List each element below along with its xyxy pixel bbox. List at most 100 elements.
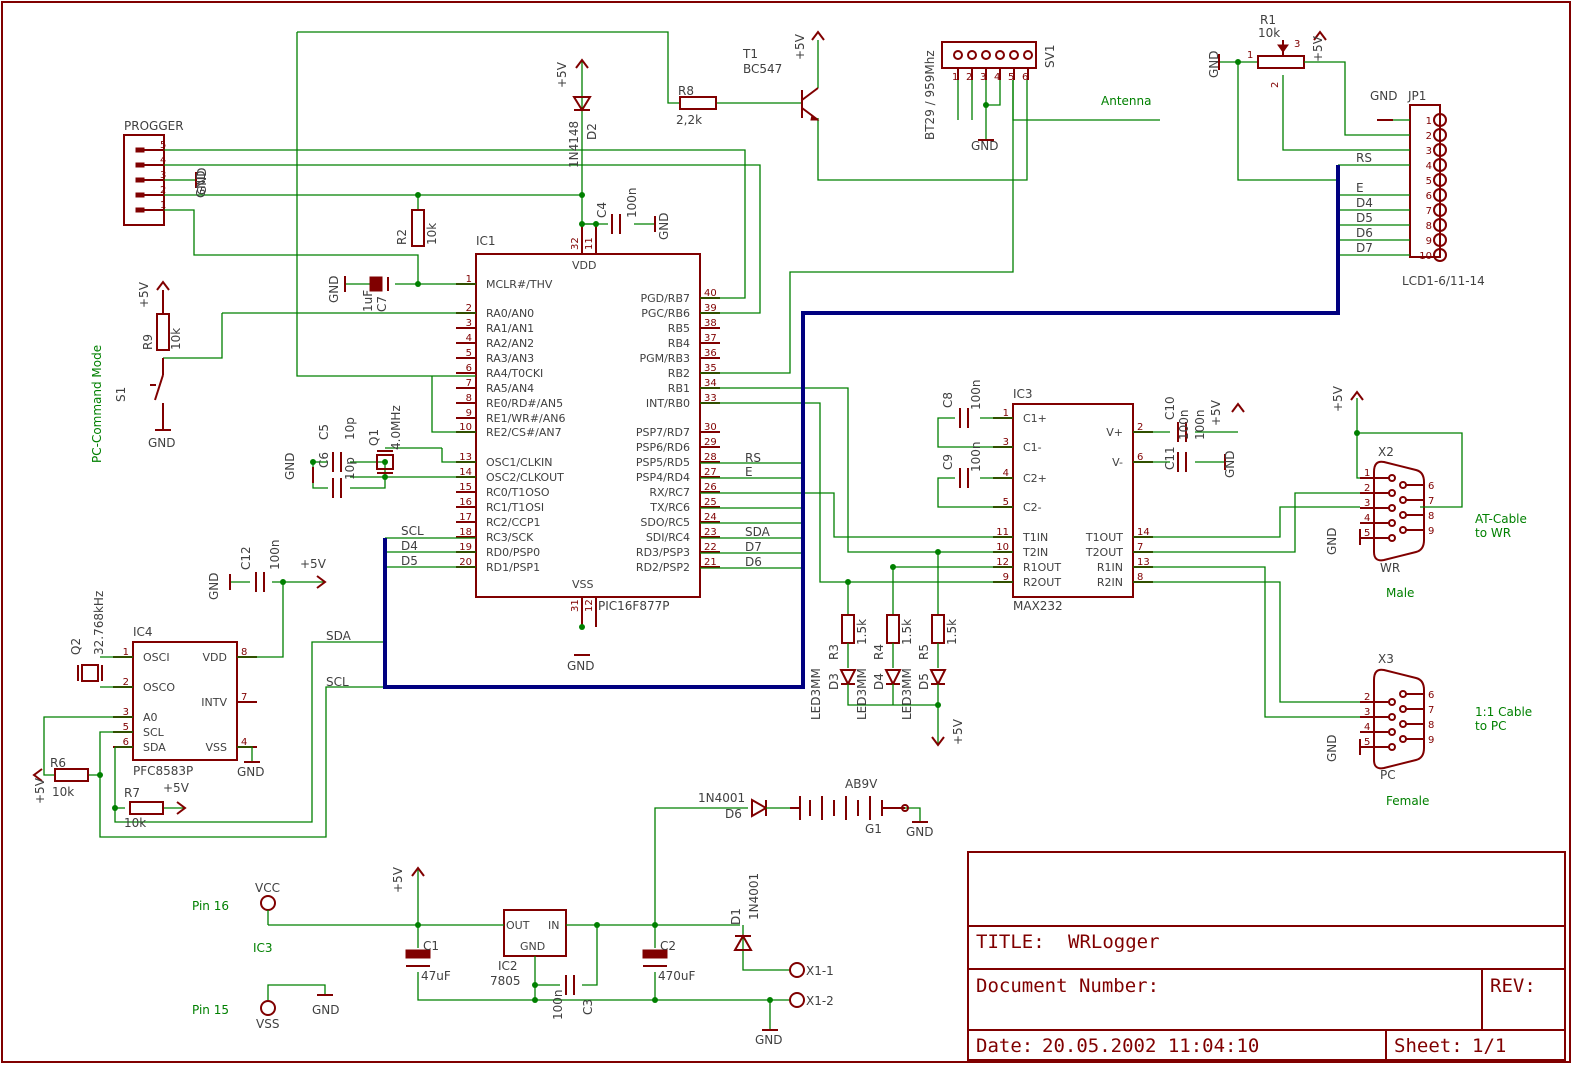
d6-diode: 1N4001 D6 — [698, 791, 790, 821]
ic1-pin-label: RD1/PSP1 — [486, 561, 540, 574]
d4-value: LED3MM — [855, 668, 869, 720]
r9-name: R9 — [141, 334, 155, 350]
ic4-pin-label: SCL — [143, 726, 165, 739]
gnd-symbol: GND — [906, 821, 934, 839]
g1-battery: AB9V G1 — [790, 777, 909, 836]
jp1-pin-circle — [1433, 188, 1447, 202]
ic1-right-pins: 40PGD/RB739PGC/RB638RB537RB436PGM/RB335R… — [636, 288, 720, 574]
ic1-pin-label: RB1 — [668, 382, 690, 395]
ic1-pin-num: 30 — [704, 422, 717, 433]
ic1-pin-label: RD3/PSP3 — [636, 546, 690, 559]
ic2-name: IC2 — [498, 959, 518, 973]
net-d7: D7 — [745, 540, 762, 554]
ic3-pin-label: R1OUT — [1023, 561, 1061, 574]
jp-d5: D5 — [1356, 211, 1373, 225]
vcc-symbol: +5V — [1331, 385, 1364, 412]
r2-body — [411, 209, 425, 247]
ic4-pin-num: 1 — [123, 647, 129, 658]
c12-value: 100n — [268, 539, 282, 570]
net-d6: D6 — [745, 555, 762, 569]
x3-pin-num: 9 — [1428, 735, 1434, 746]
ic1-pin-label: SDI/RC4 — [646, 531, 690, 544]
vcc-symbol: +5V — [137, 280, 170, 308]
capacitors: C4 100n C7 1uF C5 10p C6 10p Q1 4.0MHz C… — [69, 187, 1207, 1020]
gnd-label: GND — [312, 1003, 340, 1017]
ic1-pin-label: RD0/PSP0 — [486, 546, 540, 559]
ic1-pin-label: RE0/RD#/AN5 — [486, 397, 563, 410]
vcc-label: +5V — [1209, 399, 1223, 426]
x3-shell — [1373, 668, 1425, 770]
d1-diode: D1 1N4001 — [729, 873, 761, 951]
ic3-pin-num: 5 — [1003, 497, 1009, 508]
ic1-pin-num: 26 — [704, 482, 717, 493]
ic2-in: IN — [548, 919, 559, 932]
d4-name: D4 — [872, 673, 886, 690]
x2-note2: to WR — [1475, 526, 1511, 540]
ic1-pin-label: INT/RB0 — [646, 397, 690, 410]
gnd-label: GND — [283, 452, 297, 480]
x3-name: X3 — [1378, 652, 1394, 666]
jp1-pin-num: 5 — [1426, 176, 1432, 187]
ic4-pin-num: 5 — [123, 722, 129, 733]
r3-value: 1.5k — [855, 619, 869, 645]
ic1-pin-num: 2 — [466, 303, 472, 314]
ic4-pin-label: OSCO — [143, 681, 175, 694]
vcc-label: +5V — [951, 718, 965, 745]
r7-name: R7 — [124, 786, 140, 800]
d2-name: D2 — [585, 123, 599, 140]
g1-name: G1 — [865, 822, 882, 836]
c10-name: C10 — [1163, 396, 1177, 420]
ic1-pin-num: 17 — [459, 512, 472, 523]
c11-name: C11 — [1163, 446, 1177, 470]
sv1-pin-circle — [953, 50, 963, 60]
vcc-terminal — [260, 895, 276, 911]
x2-pin-num: 8 — [1428, 511, 1434, 522]
x3-pin-num: 3 — [1364, 707, 1370, 718]
ic1-pin-label: PSP6/RD6 — [636, 441, 690, 454]
net-d5: D5 — [401, 554, 418, 568]
c4-value: 100n — [625, 187, 639, 218]
ic3-pin-num: 12 — [996, 557, 1009, 568]
c6-name: C6 — [317, 452, 331, 468]
progger-pin-num: 1 — [160, 200, 166, 211]
power-symbols: GNDGNDGNDGNDGNDGNDGNDGNDGNDGNDGNDGNDGNDG… — [32, 30, 1398, 1047]
title-block: TITLE: WRLogger Document Number: REV: Da… — [967, 851, 1566, 1061]
c1-value: 47uF — [421, 969, 451, 983]
ic1-pin-num: 19 — [459, 542, 472, 553]
c2-value: 470uF — [658, 969, 696, 983]
ic1-pin-label: RA3/AN3 — [486, 352, 534, 365]
ic1-pin-label: PSP7/RD7 — [636, 426, 690, 439]
x3-note1: 1:1 Cable — [1475, 705, 1532, 719]
gnd-symbol: GND — [1207, 50, 1221, 78]
r5-body — [931, 614, 945, 644]
date-value: 20.05.2002 11:04:10 — [1042, 1035, 1259, 1057]
sv1-name: SV1 — [1043, 45, 1057, 68]
progger-name: PROGGER — [124, 119, 184, 133]
r1-value: 10k — [1258, 26, 1280, 40]
ic1-pin-num: 8 — [466, 393, 472, 404]
gnd-label: GND — [567, 659, 595, 673]
sv1-pin-num: 2 — [966, 72, 972, 83]
ic1-pin-num: 38 — [704, 318, 717, 329]
sv1-pin-num: 5 — [1008, 72, 1014, 83]
d3-value: LED3MM — [809, 668, 823, 720]
ic1-pin-label: RB2 — [668, 367, 690, 380]
leds: D3 LED3MM D4 LED3MM D5 LED3MM — [809, 668, 947, 720]
ic1-pin-num: 35 — [704, 363, 717, 374]
ic4-pin-num: 8 — [241, 647, 247, 658]
jp1-pin-circle — [1433, 218, 1447, 232]
ic4-pin-label: VSS — [206, 741, 228, 754]
progger-pin-num: 4 — [160, 155, 166, 166]
d2-diode: D2 1N4148 — [567, 96, 599, 168]
progger-pin-num: 2 — [160, 185, 166, 196]
vss-label: VSS — [256, 1017, 279, 1031]
r5-name: R5 — [917, 644, 931, 660]
g1-value: AB9V — [845, 777, 878, 791]
ic1-vdd: VDD — [572, 259, 596, 272]
gnd-symbol: GND — [237, 761, 265, 779]
sv1-pin-circle — [981, 50, 991, 60]
